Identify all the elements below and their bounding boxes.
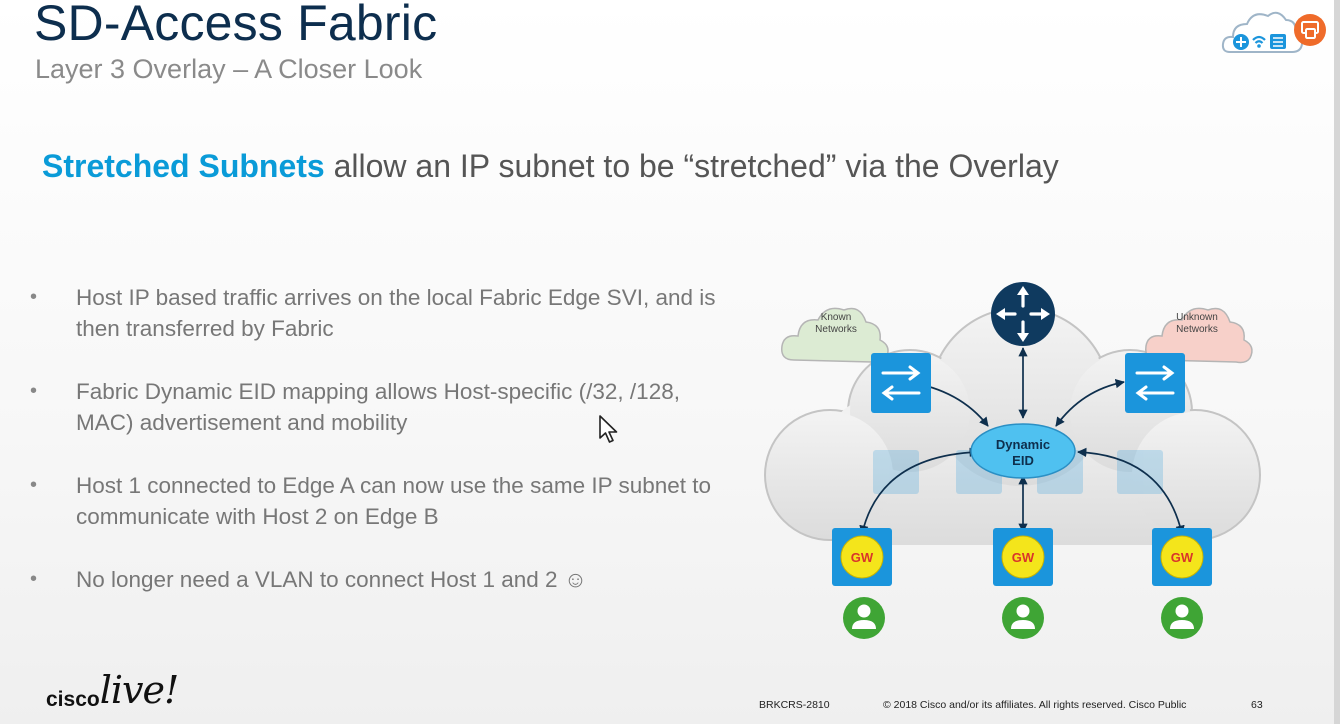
mouse-cursor-icon: [599, 415, 618, 443]
page-number: 63: [1251, 699, 1263, 711]
bullet-item: • No longer need a VLAN to connect Host 1…: [30, 564, 720, 595]
gateway-label: GW: [1012, 550, 1035, 565]
bullet-dot: •: [30, 380, 38, 402]
gateway-label: GW: [851, 550, 874, 565]
bullet-text: Fabric Dynamic EID mapping allows Host-s…: [76, 379, 680, 435]
cisco-live-logo: ciscolive!: [46, 668, 180, 712]
presentation-icon[interactable]: [1294, 14, 1326, 46]
bullet-item: • Host IP based traffic arrives on the lo…: [30, 282, 720, 344]
window-edge: [1334, 0, 1340, 724]
known-networks-label: Networks: [815, 324, 857, 335]
bullet-text: Host IP based traffic arrives on the loc…: [76, 285, 716, 341]
bullet-item: • Fabric Dynamic EID mapping allows Host-…: [30, 376, 720, 438]
headline: Stretched Subnets allow an IP subnet to …: [42, 148, 1059, 185]
brand-live: live!: [99, 668, 180, 712]
host-user-icon: [1161, 597, 1203, 639]
bullet-item: • Host 1 connected to Edge A can now use …: [30, 470, 720, 532]
dynamic-eid-label: Dynamic: [996, 437, 1050, 452]
gateway-edge-switch: GW: [1152, 528, 1212, 586]
bullet-dot: •: [30, 286, 38, 308]
switch-icon: [1125, 353, 1185, 413]
slide-title: SD-Access Fabric: [34, 0, 438, 51]
bullet-dot: •: [30, 568, 38, 590]
bullet-text: No longer need a VLAN to connect Host 1 …: [76, 567, 587, 592]
bullet-text: Host 1 connected to Edge A can now use t…: [76, 473, 712, 529]
headline-accent: Stretched Subnets: [42, 148, 325, 184]
session-id: BRKCRS-2810: [759, 699, 830, 711]
switch-icon: [871, 353, 931, 413]
unknown-networks-label: Unknown: [1176, 312, 1218, 323]
slide-subtitle: Layer 3 Overlay – A Closer Look: [35, 54, 423, 84]
dynamic-eid-node: Dynamic EID: [970, 423, 1076, 479]
headline-rest: allow an IP subnet to be “stretched” via…: [324, 148, 1059, 184]
network-cloud-icon: [1221, 11, 1304, 53]
dynamic-eid-label: EID: [1012, 453, 1034, 468]
toolbar-icons: [1221, 11, 1326, 53]
brand-cisco: cisco: [46, 688, 100, 711]
bullet-list: • Host IP based traffic arrives on the lo…: [30, 282, 720, 627]
gateway-edge-switch: GW: [993, 528, 1053, 586]
router-icon: [991, 282, 1055, 346]
known-networks-label: Known: [821, 312, 852, 323]
gateway-edge-switch: GW: [832, 528, 892, 586]
unknown-networks-label: Networks: [1176, 324, 1218, 335]
copyright-notice: © 2018 Cisco and/or its affiliates. All …: [883, 699, 1187, 711]
overlay-diagram: Known Networks Unknown Networks: [764, 282, 1261, 639]
bullet-dot: •: [30, 474, 38, 496]
host-user-icon: [843, 597, 885, 639]
gateway-label: GW: [1171, 550, 1194, 565]
host-user-icon: [1002, 597, 1044, 639]
unknown-networks-cloud: Unknown Networks: [1145, 307, 1253, 364]
